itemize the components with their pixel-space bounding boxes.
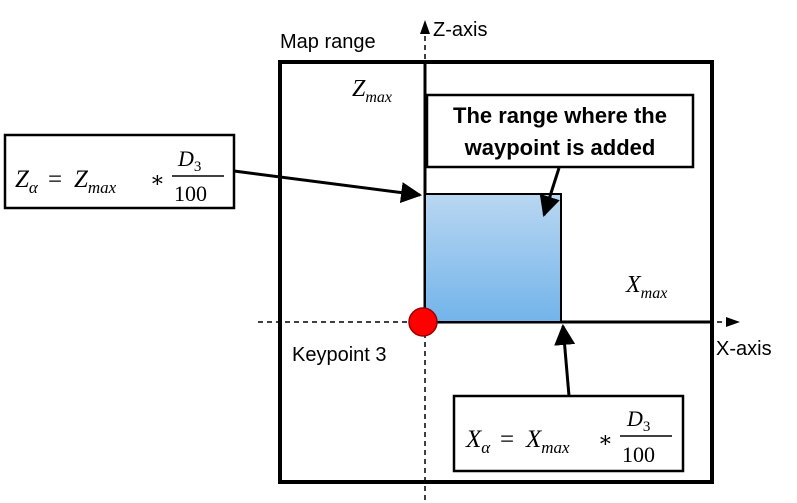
svg-text:Zmax: Zmax xyxy=(74,166,117,197)
zmax-label: Zmax xyxy=(352,76,392,106)
x-axis-label: X-axis xyxy=(716,338,772,360)
range-description-box xyxy=(425,93,695,169)
x-formula-box xyxy=(452,394,685,473)
svg-text:∗: ∗ xyxy=(598,427,613,452)
x-formula: Xα = Xmax ∗ D3 100 xyxy=(465,406,672,467)
range-description-line-1: The range where the xyxy=(453,103,667,128)
z-formula: Zα = Zmax ∗ D3 100 xyxy=(15,146,224,206)
svg-text:D3: D3 xyxy=(177,146,201,175)
map-range-box xyxy=(278,60,714,484)
svg-text:100: 100 xyxy=(174,181,207,206)
map-range-label: Map range xyxy=(280,31,376,53)
x-formula-arrow xyxy=(554,323,576,397)
range-description-arrow xyxy=(539,167,561,218)
xmax-label: Xmax xyxy=(625,272,667,302)
svg-text:D3: D3 xyxy=(626,406,650,435)
keypoint-label: Keypoint 3 xyxy=(292,344,387,366)
z-formula-arrow xyxy=(233,169,423,203)
range-description-line-2: waypoint is added xyxy=(464,135,656,160)
keypoint-3-marker xyxy=(408,307,438,337)
z-axis-arrowhead xyxy=(420,20,430,34)
svg-text:Xmax: Xmax xyxy=(525,426,570,457)
waypoint-range-region xyxy=(424,193,562,323)
svg-text:Xα: Xα xyxy=(465,426,491,457)
z-axis-label: Z-axis xyxy=(433,19,487,41)
svg-text:Zα: Zα xyxy=(15,166,39,197)
x-axis-arrowhead xyxy=(726,317,740,327)
svg-text:∗: ∗ xyxy=(150,167,165,192)
svg-text:=: = xyxy=(48,166,62,193)
svg-text:=: = xyxy=(500,426,514,453)
svg-text:100: 100 xyxy=(622,442,655,467)
